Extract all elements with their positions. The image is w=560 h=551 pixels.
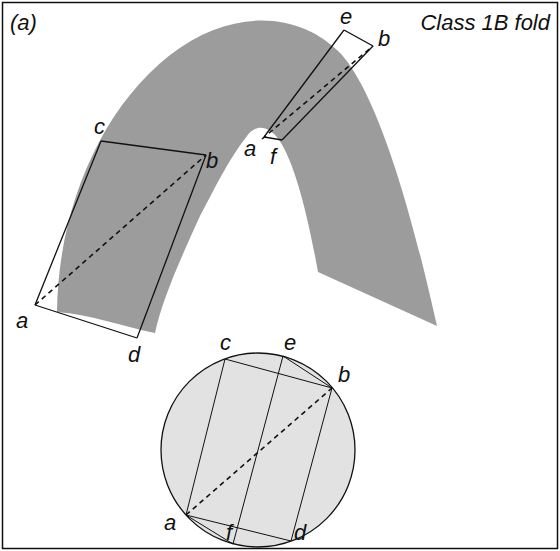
point-letter: b bbox=[378, 28, 390, 50]
point-letter: a bbox=[164, 512, 176, 534]
point-letter: a bbox=[244, 138, 256, 160]
point-letter: e bbox=[340, 6, 352, 28]
panel-letter: (a) bbox=[10, 12, 37, 34]
point-letter: c bbox=[94, 116, 105, 138]
projection-circle bbox=[161, 353, 355, 547]
fold-class: Class 1B fold bbox=[420, 12, 550, 34]
point-letter: d bbox=[128, 344, 140, 366]
frame bbox=[3, 3, 558, 549]
dip-domain-lines bbox=[35, 30, 373, 338]
point-letter: a bbox=[16, 310, 28, 332]
folded-layer bbox=[57, 20, 437, 333]
point-letter: f bbox=[270, 146, 276, 168]
projection-chords bbox=[186, 356, 332, 544]
point-letter: b bbox=[206, 150, 218, 172]
point-letter: d bbox=[294, 522, 306, 544]
point-letter: b bbox=[338, 364, 350, 386]
point-letter: e bbox=[284, 332, 296, 354]
point-letter: f bbox=[226, 522, 232, 544]
point-letter: c bbox=[220, 332, 231, 354]
